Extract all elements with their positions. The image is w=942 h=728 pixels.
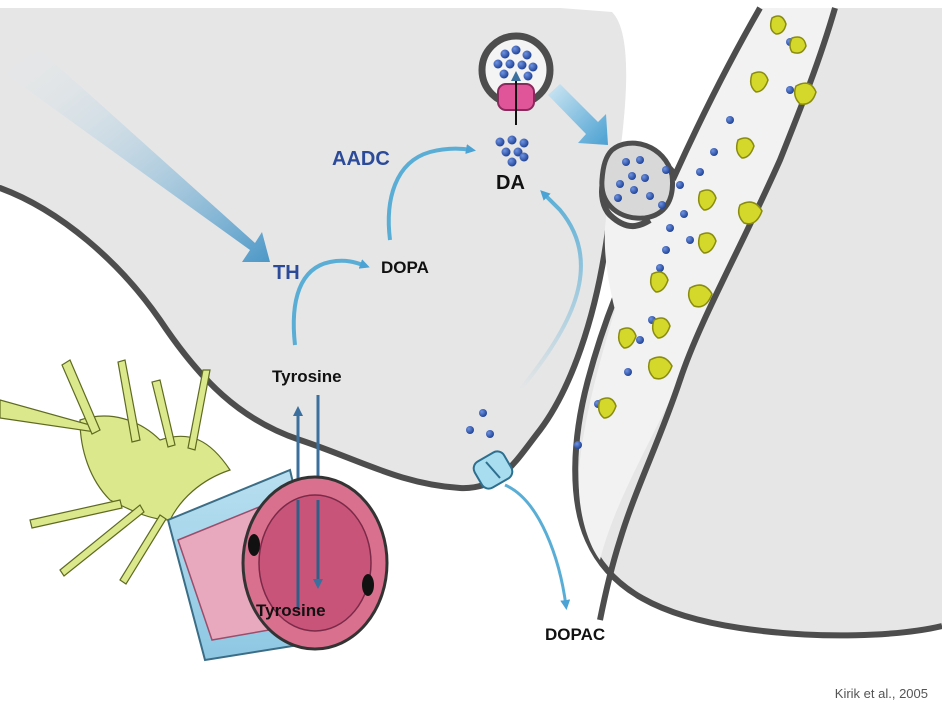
synaptic-vesicle [478, 32, 554, 125]
dopa-label: DOPA [381, 258, 429, 277]
tyrosine-vessel-label: Tyrosine [256, 601, 326, 620]
dopamine-receptors [597, 15, 817, 419]
cleft-dopamine [574, 38, 794, 449]
arrow-to-dopac [504, 483, 571, 610]
reuptake-dopamine [466, 409, 494, 438]
arrow-dopa-to-da [386, 144, 476, 241]
citation-credit: Kirik et al., 2005 [834, 686, 928, 701]
dopamine-cluster [495, 135, 529, 167]
astrocyte [0, 359, 231, 585]
arrow-tyrosine-to-dopa [291, 258, 370, 346]
presynaptic-membrane [0, 185, 611, 492]
presynaptic-neuron [0, 8, 627, 489]
th-label: TH [273, 262, 300, 284]
incoming-signal-arrow [0, 50, 270, 262]
tyrosine-neuron-label: Tyrosine [272, 367, 342, 386]
postsynaptic-neuron [575, 8, 942, 636]
bouton-dopamine [614, 156, 654, 202]
arrow-reuptake-to-da [518, 190, 583, 392]
aadc-label: AADC [332, 148, 390, 170]
da-label: DA [496, 172, 525, 194]
axon-shaft [578, 8, 835, 560]
axon-shaft-outer-edge [597, 7, 838, 621]
release-arrow [548, 84, 608, 145]
vesicle-dopamine-cluster [493, 45, 538, 81]
dopamine-transporter [472, 450, 514, 490]
blood-vessel [166, 468, 389, 662]
dopac-label: DOPAC [545, 625, 606, 644]
